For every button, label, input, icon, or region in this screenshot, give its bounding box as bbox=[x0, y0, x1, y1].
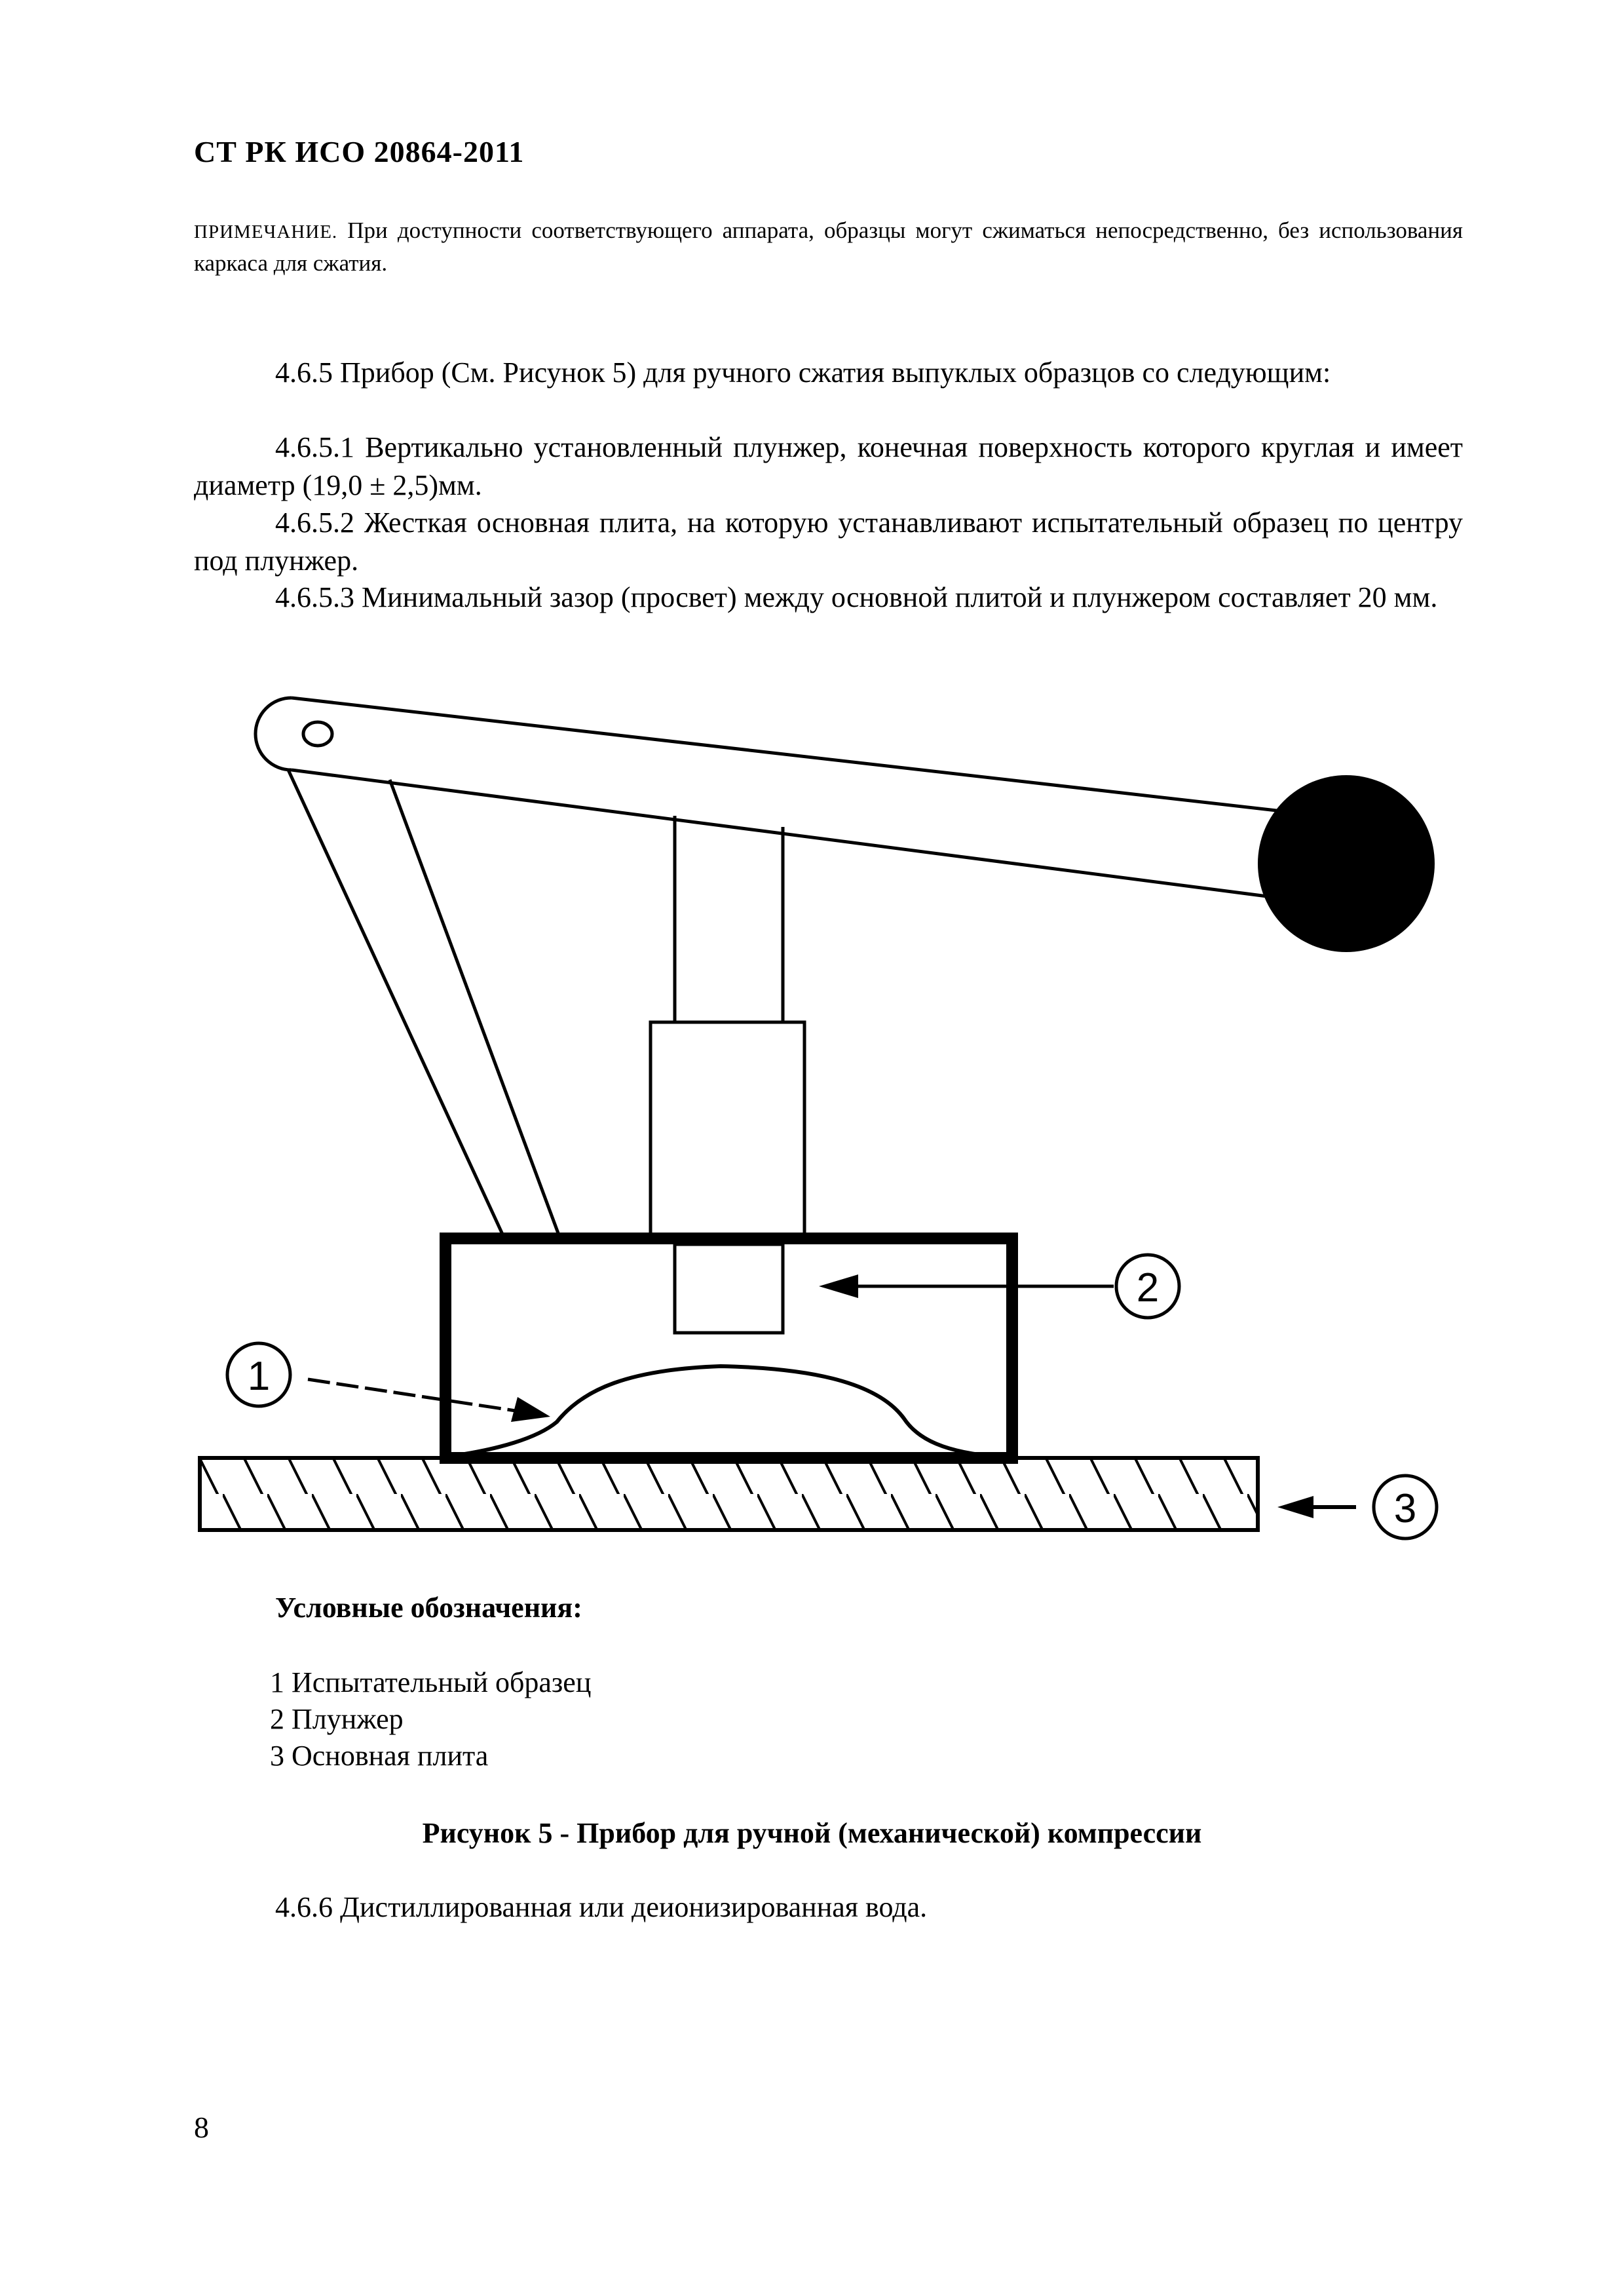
note-label: ПРИМЕЧАНИЕ. bbox=[194, 221, 338, 242]
note-paragraph: ПРИМЕЧАНИЕ. При доступности соответствую… bbox=[194, 215, 1463, 279]
clause-4-6-5-3: 4.6.5.3 Минимальный зазор (просвет) межд… bbox=[275, 581, 1438, 613]
figure-caption: Рисунок 5 - Прибор для ручной (механичес… bbox=[422, 1817, 1202, 1849]
callout-1-arrow bbox=[307, 1377, 525, 1414]
clause-4-6-5: 4.6.5 Прибор (См. Рисунок 5) для ручного… bbox=[275, 356, 1331, 389]
test-specimen bbox=[451, 1364, 1006, 1459]
callout-2-label: 2 bbox=[1137, 1265, 1159, 1311]
lever-arm bbox=[254, 696, 1294, 900]
compression-apparatus-diagram: 1 2 3 bbox=[198, 696, 1439, 1540]
callout-1-label: 1 bbox=[248, 1354, 270, 1399]
document-header: СТ РК ИСО 20864-2011 bbox=[194, 135, 525, 168]
callout-3-label: 3 bbox=[1394, 1486, 1416, 1531]
legend-title: Условные обозначения: bbox=[275, 1592, 582, 1624]
page-number: 8 bbox=[194, 2111, 209, 2144]
callout-1: 1 bbox=[225, 1341, 550, 1422]
callout-2: 2 bbox=[819, 1253, 1181, 1320]
clause-4-6-5-1: 4.6.5.1 Вертикально установленный плунже… bbox=[194, 431, 1463, 501]
base-plate bbox=[198, 1456, 1260, 1532]
legend-item-3: 3 Основная плита bbox=[270, 1740, 489, 1772]
legend-item-1: 1 Испытательный образец bbox=[270, 1666, 592, 1698]
plunger-tip bbox=[673, 1242, 785, 1335]
handle-knob-icon bbox=[1258, 775, 1435, 952]
legend-item-2: 2 Плунжер bbox=[270, 1703, 404, 1735]
support-links bbox=[286, 769, 562, 1240]
plunger-rod bbox=[673, 816, 785, 1022]
callout-3: 3 bbox=[1277, 1474, 1439, 1540]
plunger-cylinder bbox=[649, 1020, 806, 1240]
pivot-icon bbox=[301, 720, 334, 748]
clause-4-6-5-2: 4.6.5.2 Жесткая основная плита, на котор… bbox=[194, 507, 1463, 577]
clause-4-6-6: 4.6.6 Дистиллированная или деионизирован… bbox=[275, 1891, 928, 1923]
note-text: При доступности соответствующего аппарат… bbox=[194, 218, 1463, 276]
